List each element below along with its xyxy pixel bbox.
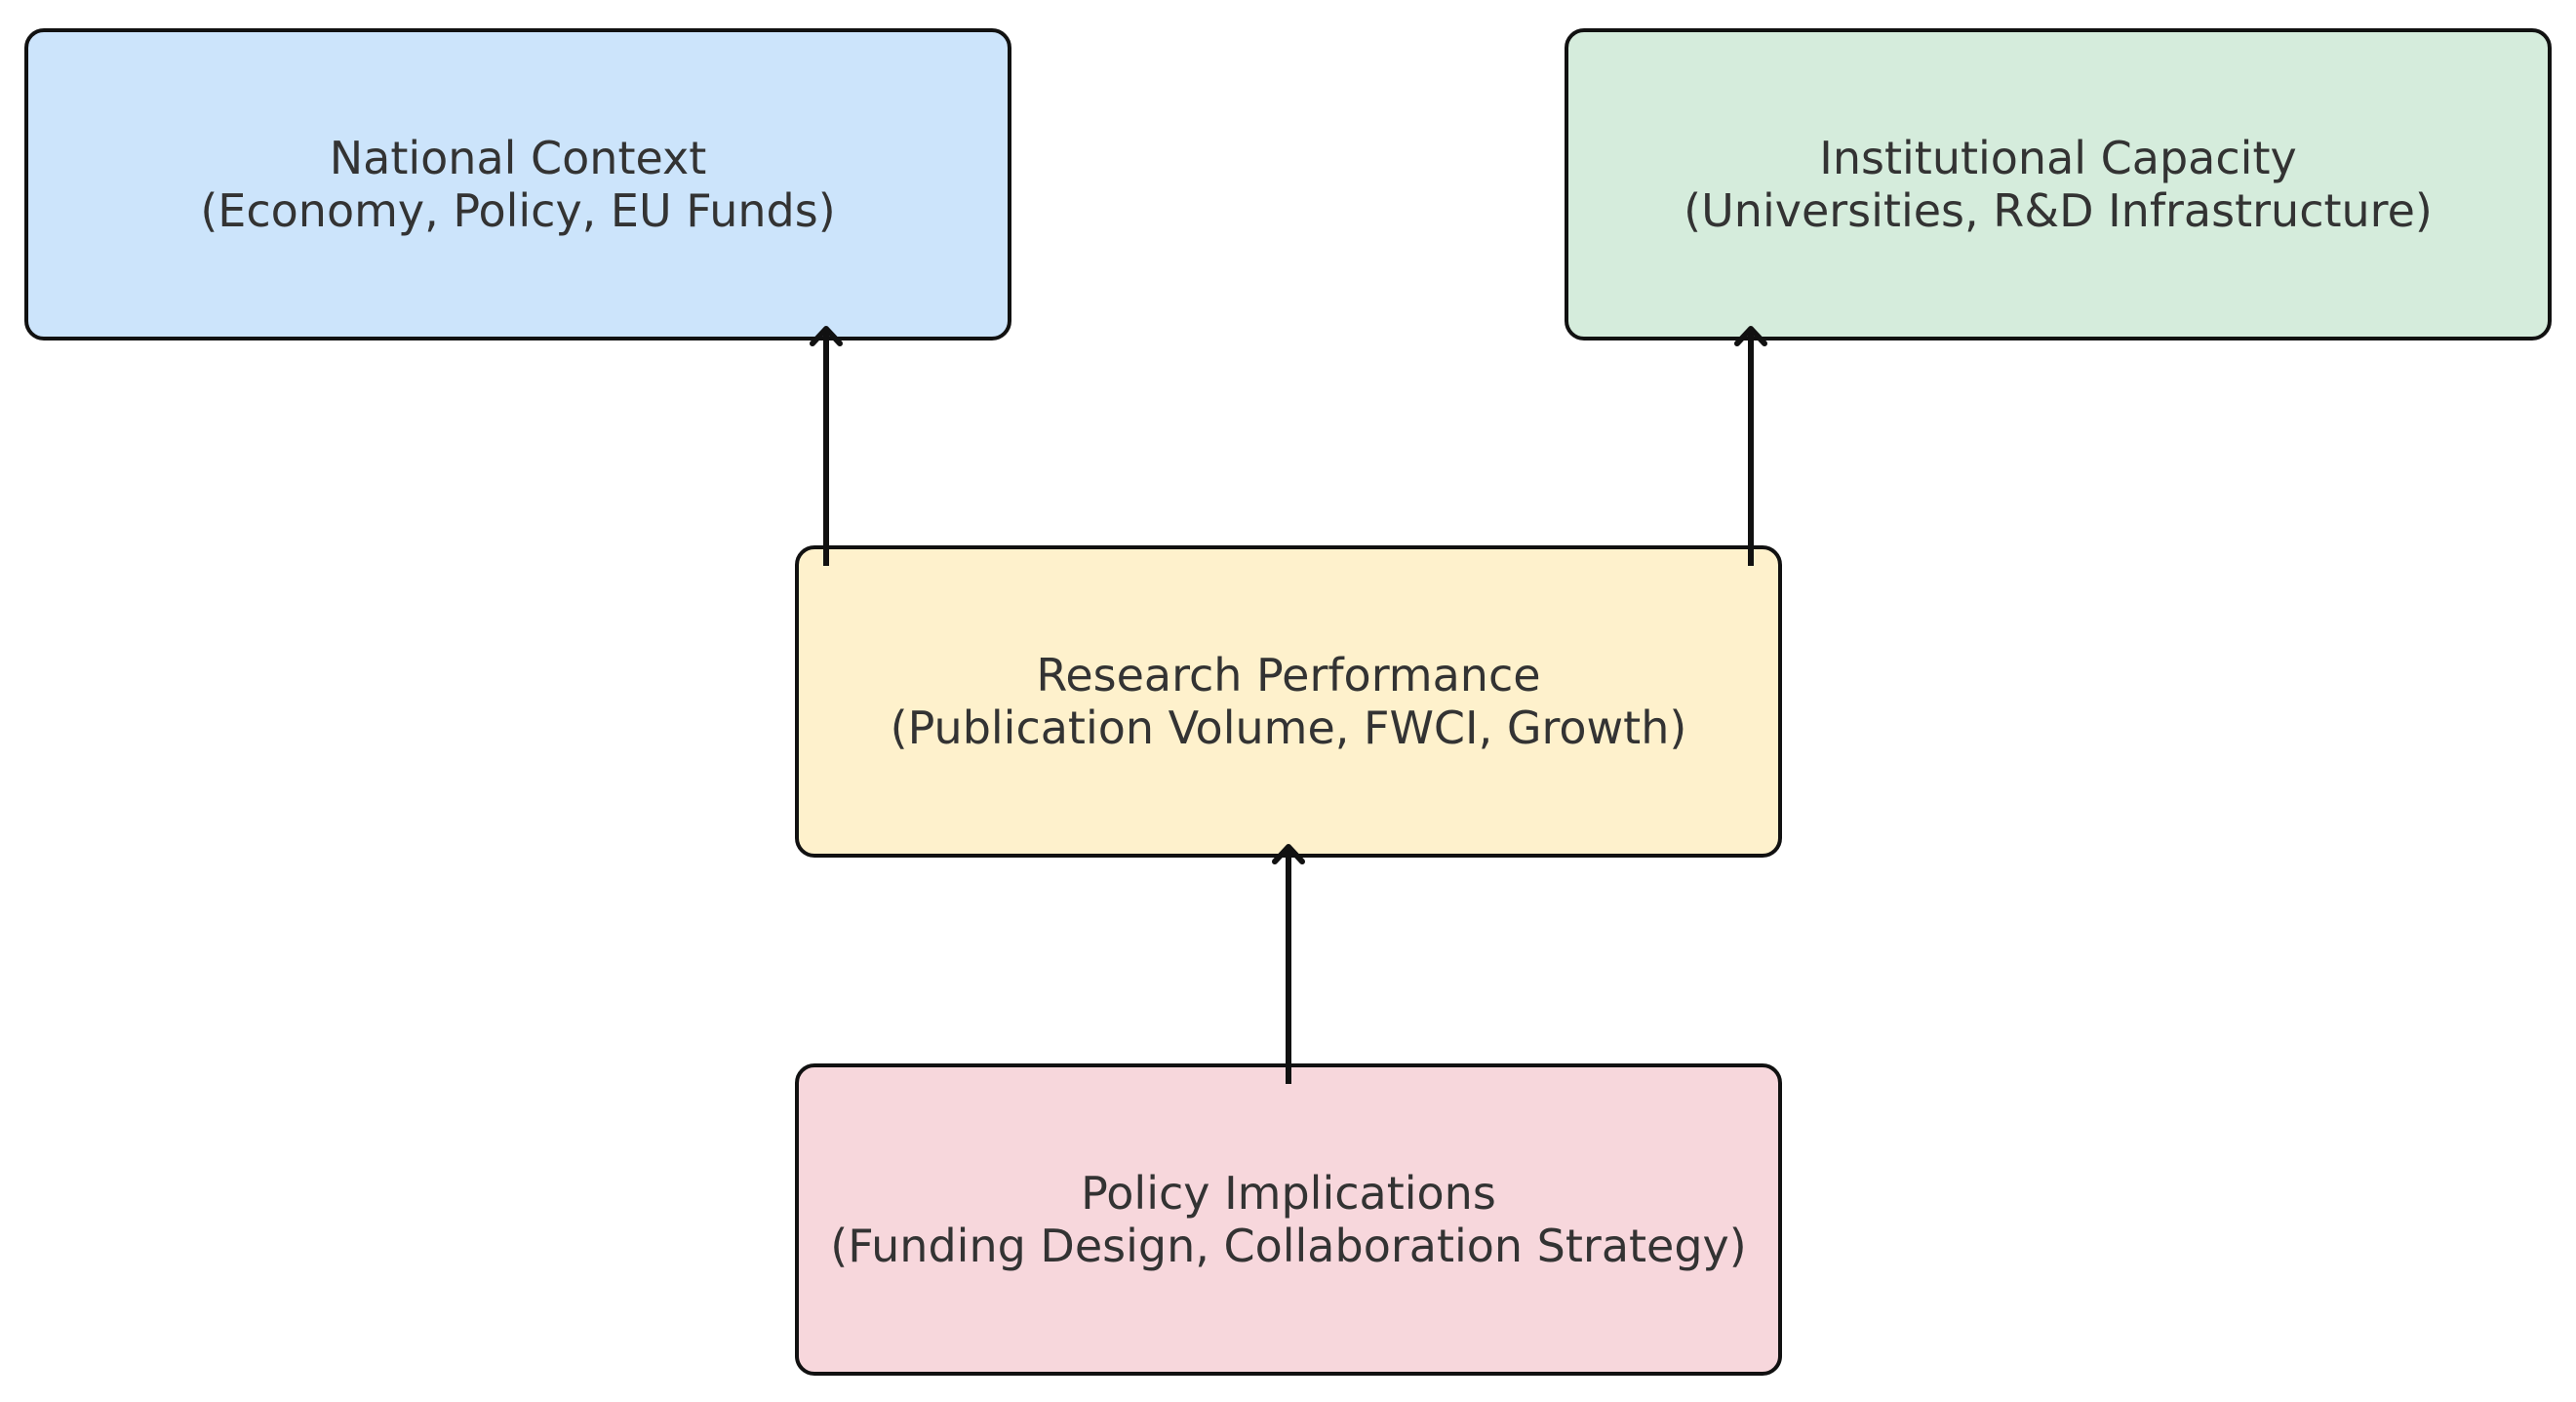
node-national-context-label: National Context (Economy, Policy, EU Fu… xyxy=(200,132,835,237)
node-research-performance-label: Research Performance (Publication Volume… xyxy=(891,649,1687,754)
edge-research-to-national xyxy=(810,326,843,566)
node-research-performance-subtitle: (Publication Volume, FWCI, Growth) xyxy=(890,701,1687,754)
node-institutional-capacity-subtitle: (Universities, R&D Infrastructure) xyxy=(1684,184,2433,237)
node-research-performance: Research Performance (Publication Volume… xyxy=(795,545,1782,858)
node-national-context: National Context (Economy, Policy, EU Fu… xyxy=(24,28,1011,340)
node-institutional-capacity-title: Institutional Capacity xyxy=(1819,132,2297,184)
node-policy-implications-subtitle: (Funding Design, Collaboration Strategy) xyxy=(830,1220,1747,1272)
node-institutional-capacity-label: Institutional Capacity (Universities, R&… xyxy=(1684,132,2433,237)
edge-research-to-institutional xyxy=(1734,326,1767,566)
node-national-context-subtitle: (Economy, Policy, EU Funds) xyxy=(200,184,836,237)
edge-policy-to-research xyxy=(1272,844,1305,1084)
node-national-context-title: National Context xyxy=(329,132,707,184)
node-policy-implications-title: Policy Implications xyxy=(1081,1167,1496,1220)
node-research-performance-title: Research Performance xyxy=(1036,649,1541,701)
node-policy-implications-label: Policy Implications (Funding Design, Col… xyxy=(830,1167,1746,1272)
node-institutional-capacity: Institutional Capacity (Universities, R&… xyxy=(1565,28,2552,340)
node-policy-implications: Policy Implications (Funding Design, Col… xyxy=(795,1063,1782,1376)
